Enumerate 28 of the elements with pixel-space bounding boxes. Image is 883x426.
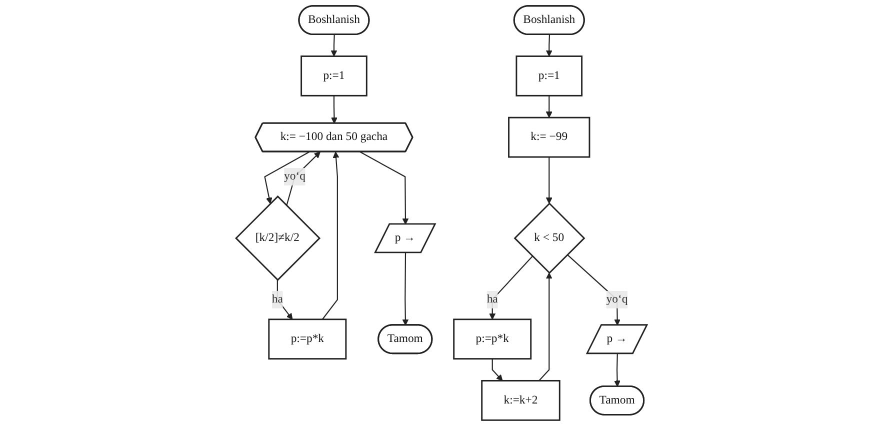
node-box: p:=p*k [453,318,532,360]
arrow [330,34,338,57]
arrow [489,256,533,320]
node-diamond: k < 50 [514,202,586,274]
edge-label: yo‘q [606,293,628,306]
arrow [264,151,310,204]
node-box: p:=p*k [268,318,347,360]
arrow [546,96,552,118]
edge-label: ha [272,293,283,306]
arrow [331,96,338,124]
arrow [614,354,620,387]
arrow [546,34,552,57]
node-box: k:=k+2 [481,380,560,421]
arrow [538,272,552,382]
node-box: p:=1 [516,56,583,96]
arrow [322,152,340,320]
node-diamond: [k/2]≠k/2 [235,195,321,281]
arrow [276,280,293,320]
arrow [286,152,320,206]
edge-label: ha [486,293,498,306]
node-box: p:=1 [300,56,368,96]
arrow [546,157,552,204]
arrow [566,254,620,326]
edge-label: yo‘q [284,170,306,183]
arrow [360,151,409,225]
node-box: k:= −99 [508,116,590,158]
arrow [492,358,503,382]
arrow [402,252,409,326]
